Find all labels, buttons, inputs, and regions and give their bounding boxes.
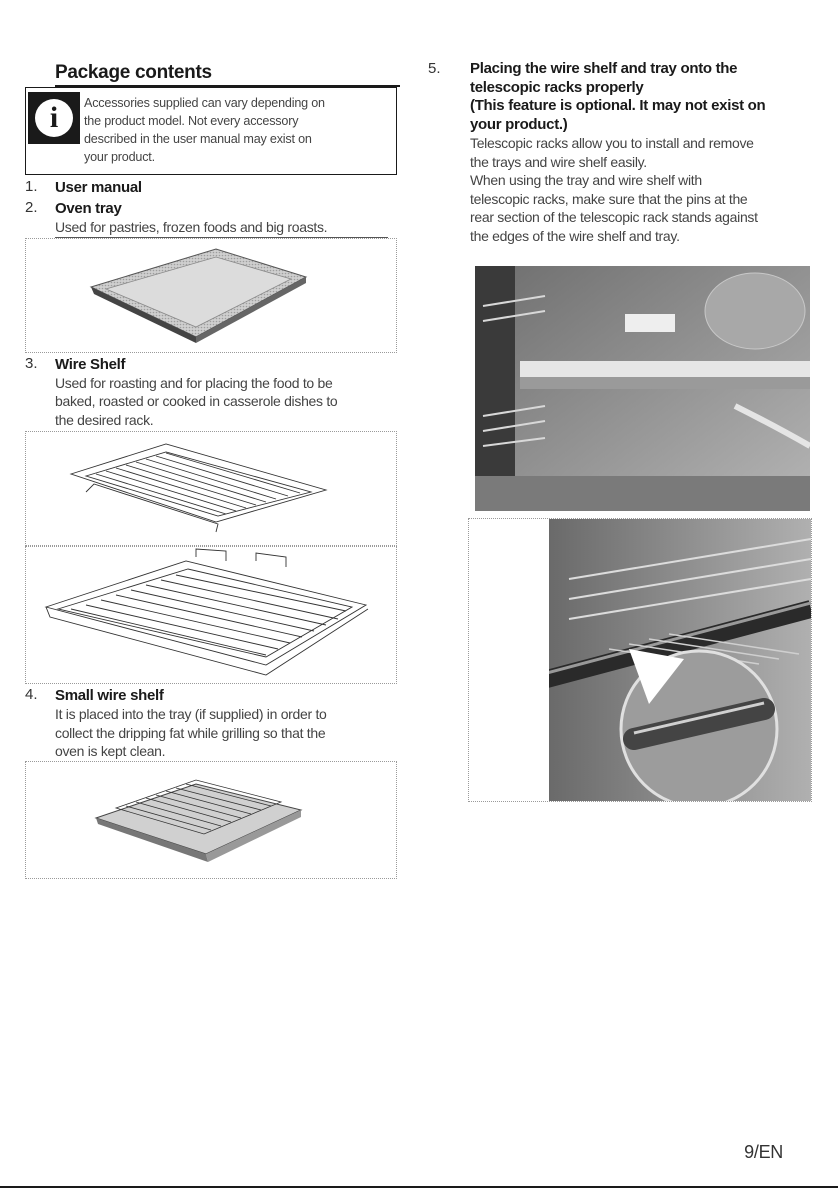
info-icon: i: [28, 92, 80, 144]
telescopic-section: Placing the wire shelf and tray onto the…: [470, 60, 810, 245]
telescopic-title-line: your product.): [470, 115, 568, 133]
wire-shelf-image: [25, 431, 397, 546]
telescopic-desc-line: When using the tray and wire shelf with: [470, 172, 702, 188]
info-text: Accessories supplied can vary depending …: [84, 94, 390, 166]
item-description: collect the dripping fat while grilling …: [55, 724, 326, 741]
item-number: 1.: [25, 178, 38, 195]
item-small-wire-shelf: 4. Small wire shelf It is placed into th…: [25, 686, 398, 761]
telescopic-title-line: telescopic racks properly: [470, 78, 644, 96]
rack-pin-frame: [468, 518, 812, 802]
info-line: the product model. Not every accessory: [84, 114, 299, 128]
item-title: Wire Shelf: [55, 355, 126, 373]
item-description: baked, roasted or cooked in casserole di…: [55, 393, 338, 409]
telescopic-desc-line: telescopic racks, make sure that the pin…: [470, 190, 748, 207]
left-column: Package contents i Accessories supplied …: [25, 62, 400, 879]
item-description: It is placed into the tray (if supplied)…: [55, 706, 327, 722]
info-line: your product.: [84, 150, 155, 164]
telescopic-desc-line: rear section of the telescopic rack stan…: [470, 209, 758, 225]
telescopic-title-line: Placing the wire shelf and tray onto the: [470, 60, 738, 77]
oven-tray-image: [25, 237, 397, 353]
item-number: 4.: [25, 686, 38, 703]
item-title: User manual: [55, 179, 142, 196]
info-line: Accessories supplied can vary depending …: [84, 96, 325, 110]
rack-pin-photo: [549, 519, 811, 801]
wire-shelf-large-image: [25, 546, 397, 684]
section-title: Package contents: [55, 62, 400, 87]
page-number: 9/EN: [744, 1142, 783, 1162]
item-number: 5.: [428, 60, 441, 77]
item-description: oven is kept clean.: [55, 743, 166, 759]
telescopic-title-line: (This feature is optional. It may not ex…: [470, 97, 766, 114]
info-box: i Accessories supplied can vary dependin…: [25, 87, 397, 175]
footer-divider: [0, 1186, 838, 1188]
small-wire-shelf-image: [25, 760, 397, 879]
info-line: described in the user manual may exist o…: [84, 132, 312, 146]
item-user-manual: 1. User manual: [25, 178, 398, 197]
item-number: 2.: [25, 199, 38, 216]
telescopic-desc-line: the trays and wire shelf easily.: [470, 153, 647, 170]
item-description: the desired rack.: [55, 411, 154, 428]
item-title: Small wire shelf: [55, 687, 164, 704]
item-description: Used for pastries, frozen foods and big …: [55, 218, 388, 238]
item-number: 3.: [25, 354, 38, 372]
item-title: Oven tray: [55, 200, 122, 217]
telescopic-desc-line: Telescopic racks allow you to install an…: [470, 135, 754, 151]
item-wire-shelf: 3. Wire Shelf Used for roasting and for …: [25, 355, 398, 430]
telescopic-rack-photo: [475, 266, 810, 511]
item-oven-tray: 2. Oven tray Used for pastries, frozen f…: [25, 199, 398, 238]
telescopic-desc-line: the edges of the wire shelf and tray.: [470, 227, 680, 244]
item-description: Used for roasting and for placing the fo…: [55, 374, 333, 391]
